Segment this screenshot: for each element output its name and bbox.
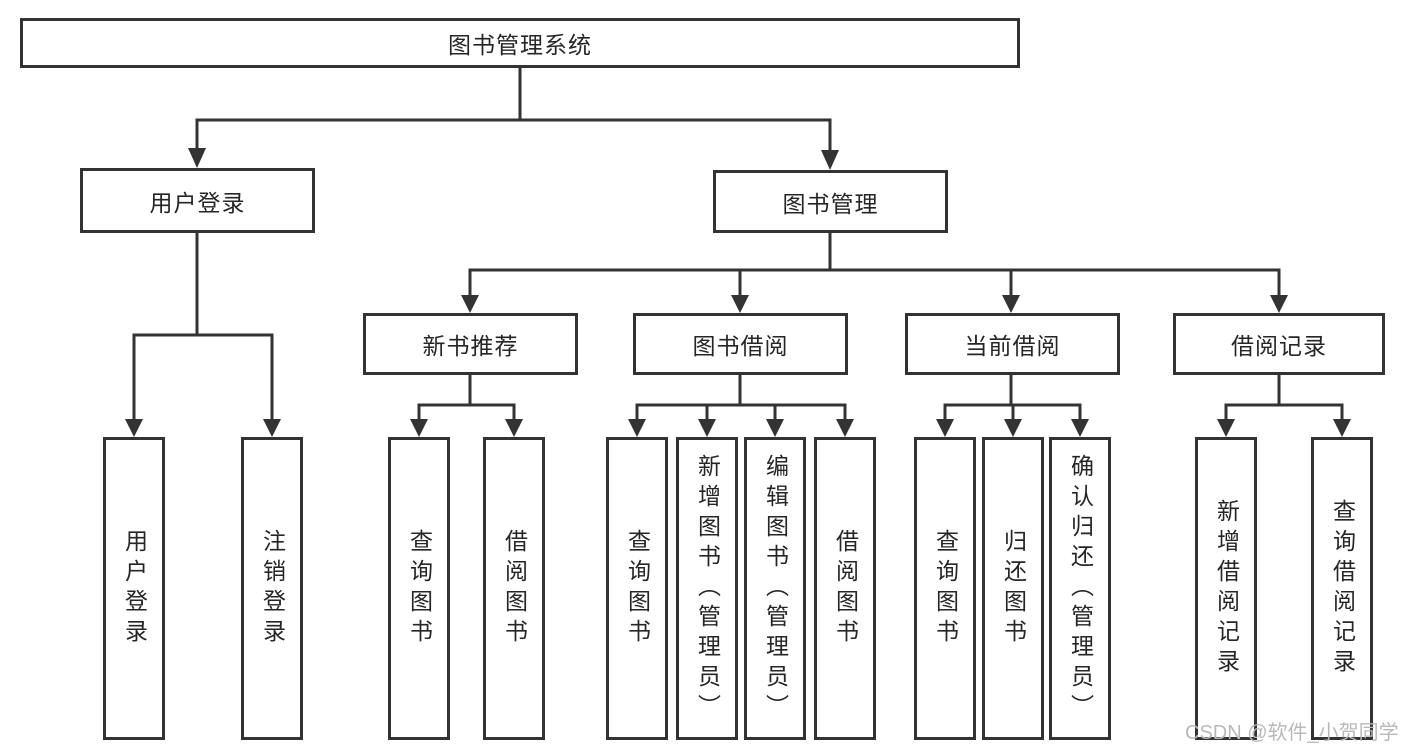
arrowhead	[505, 419, 523, 437]
node-label: 当前借阅	[964, 333, 1061, 359]
connector-root-to-level2	[188, 68, 839, 170]
leaf-label: 注销登录	[259, 528, 286, 649]
arrowhead	[1002, 295, 1020, 313]
arrowhead	[410, 419, 428, 437]
arrowhead	[766, 419, 784, 437]
leaf-return-book: 归还图书	[982, 437, 1044, 740]
connector-current-borrowing-children	[936, 375, 1089, 437]
node-new-book-recommendation: 新书推荐	[363, 313, 578, 375]
node-current-borrowing: 当前借阅	[905, 313, 1120, 375]
arrowhead	[731, 295, 749, 313]
leaf-borrow-books-recommend: 借阅图书	[483, 437, 545, 740]
leaf-query-borrow-record: 查询借阅记录	[1311, 437, 1373, 740]
node-label: 图书管理系统	[448, 32, 592, 58]
leaf-edit-book-admin: 编辑图书（管理员）	[744, 437, 806, 740]
connector-book-management-children	[461, 233, 1288, 313]
node-user-login: 用户登录	[80, 168, 315, 233]
leaf-borrow-books-borrow: 借阅图书	[814, 437, 876, 740]
node-book-borrowing: 图书借阅	[633, 313, 848, 375]
leaf-label: 新增图书（管理员）	[694, 453, 721, 724]
connector-book-borrowing-children	[628, 375, 854, 437]
leaf-label: 用户登录	[121, 528, 148, 649]
node-library-management-system: 图书管理系统	[20, 18, 1020, 68]
arrowhead	[628, 419, 646, 437]
csdn-watermark: CSDN @软件_小贺同学	[1185, 722, 1399, 744]
connector-borrowing-records-children	[1217, 375, 1351, 437]
arrowhead	[188, 148, 206, 168]
leaf-query-books-borrow: 查询图书	[606, 437, 668, 740]
arrowhead	[1270, 295, 1288, 313]
arrowhead	[1217, 419, 1235, 437]
leaf-add-borrow-record: 新增借阅记录	[1195, 437, 1257, 740]
arrowhead	[263, 419, 281, 437]
arrowhead	[1333, 419, 1351, 437]
connector-user-login-children	[125, 233, 281, 437]
leaf-label: 编辑图书（管理员）	[762, 453, 789, 724]
node-label: 借阅记录	[1231, 333, 1327, 359]
leaf-label: 查询图书	[406, 528, 433, 649]
leaf-user-login: 用户登录	[103, 437, 165, 740]
arrowhead	[836, 419, 854, 437]
node-book-management: 图书管理	[713, 170, 948, 233]
leaf-label: 查询图书	[624, 528, 651, 649]
leaf-label: 归还图书	[1000, 528, 1027, 649]
arrowhead	[821, 150, 839, 170]
node-label: 图书借阅	[692, 333, 789, 359]
arrowhead	[1071, 419, 1089, 437]
arrowhead	[125, 419, 143, 437]
leaf-label: 查询借阅记录	[1329, 498, 1356, 679]
arrowhead	[698, 419, 716, 437]
connector-new-book-recommendation-children	[410, 375, 523, 437]
leaf-query-books-recommend: 查询图书	[388, 437, 450, 740]
leaf-logout: 注销登录	[241, 437, 303, 740]
node-label: 用户登录	[149, 189, 246, 216]
node-label: 图书管理	[782, 190, 879, 217]
leaf-query-books-current: 查询图书	[914, 437, 976, 740]
leaf-confirm-return-admin: 确认归还（管理员）	[1049, 437, 1111, 740]
leaf-label: 确认归还（管理员）	[1067, 453, 1094, 724]
leaf-label: 新增借阅记录	[1213, 498, 1240, 679]
arrowhead	[461, 295, 479, 313]
leaf-label: 借阅图书	[501, 528, 528, 649]
node-borrowing-records: 借阅记录	[1173, 313, 1385, 375]
leaf-add-book-admin: 新增图书（管理员）	[676, 437, 738, 740]
node-label: 新书推荐	[422, 333, 519, 359]
arrowhead	[936, 419, 954, 437]
leaf-label: 借阅图书	[832, 528, 859, 649]
arrowhead	[1004, 419, 1022, 437]
leaf-label: 查询图书	[932, 528, 959, 649]
